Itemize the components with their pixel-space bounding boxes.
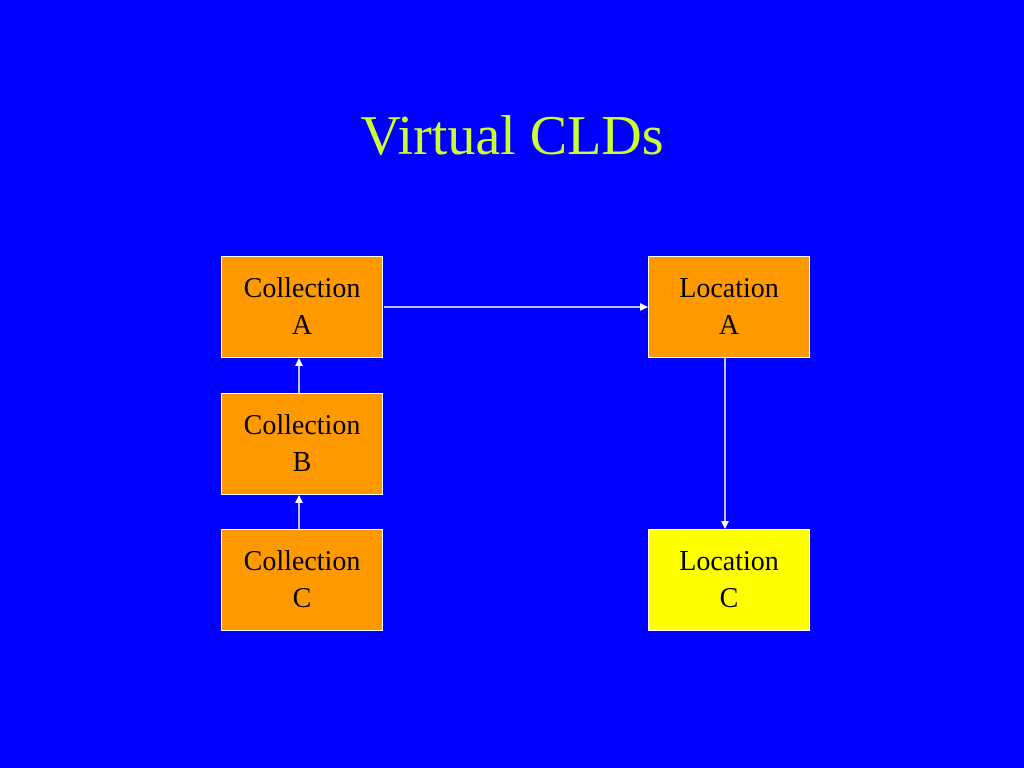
node-location-a: Location A	[648, 256, 810, 358]
node-collection-b: Collection B	[221, 393, 383, 495]
node-label-line1: Location	[679, 546, 779, 577]
node-collection-c: Collection C	[221, 529, 383, 631]
node-label-line2: C	[719, 583, 739, 614]
node-collection-a: Collection A	[221, 256, 383, 358]
node-label-line2: C	[292, 583, 312, 614]
node-label-line1: Collection	[243, 546, 361, 577]
node-label-line1: Collection	[243, 410, 361, 441]
node-label-line1: Location	[679, 273, 779, 304]
node-location-c: Location C	[648, 529, 810, 631]
node-label-line1: Collection	[243, 273, 361, 304]
slide-title: Virtual CLDs	[360, 105, 664, 167]
node-label-line2: A	[718, 310, 740, 341]
node-label-line2: A	[291, 310, 313, 341]
node-label-line2: B	[292, 447, 312, 478]
